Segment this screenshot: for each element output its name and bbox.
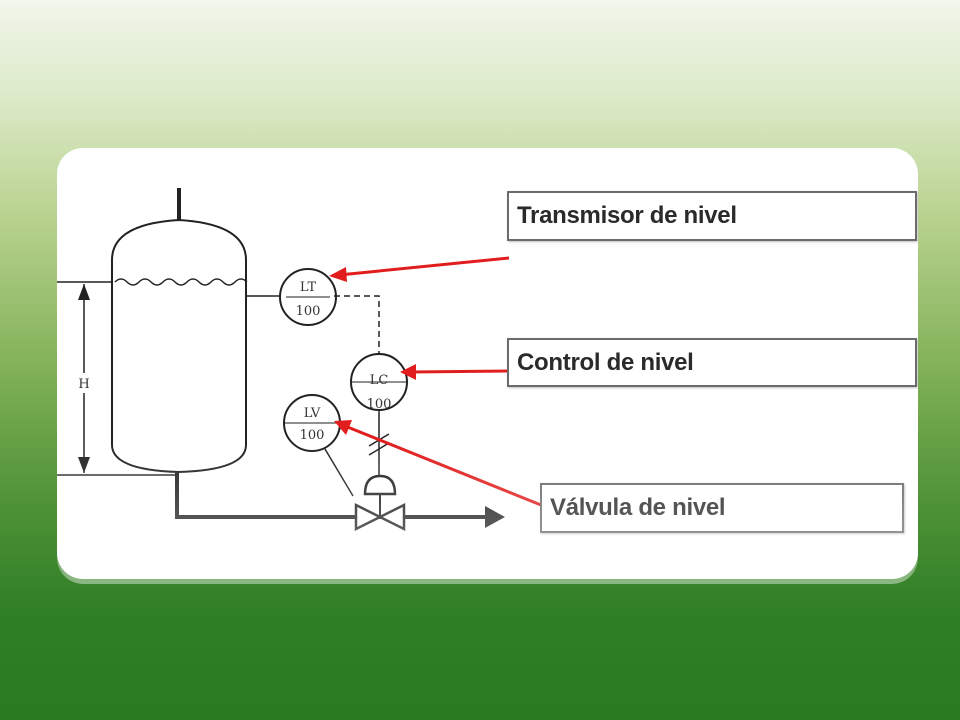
tank-vessel [111, 218, 247, 474]
signal-lt-lc [334, 295, 380, 354]
callout-controller: Control de nivel [507, 338, 917, 387]
valve-actuator [363, 474, 397, 496]
pneumatic-hash-2 [368, 442, 390, 456]
card-reflection [57, 153, 918, 584]
lc-number: 100 [367, 397, 392, 412]
label-patch [258, 218, 366, 263]
arrow-controller-head [400, 364, 416, 380]
arrow-transmitter-head [329, 267, 347, 282]
arrow-valve [344, 424, 542, 507]
valve-body-right [377, 502, 406, 532]
callout-transmitter: Transmisor de nivel [507, 191, 917, 241]
lv-valve-link [324, 448, 354, 497]
valve-body-left [354, 502, 383, 532]
arrow-valve-head [334, 420, 352, 435]
arrow-transmitter [338, 256, 510, 277]
callout-valve: Válvula de nivel [540, 483, 904, 533]
h-label-bg [74, 373, 94, 393]
lv-tag: LV [304, 406, 321, 421]
lv-number: 100 [300, 428, 325, 443]
reflection-graphic [57, 153, 918, 584]
level-label: H [78, 377, 89, 392]
lt-tag: LT [300, 280, 317, 295]
lt-number: 100 [296, 304, 321, 319]
lc-tag: LC [370, 373, 389, 388]
liquid-surface [114, 278, 248, 286]
dimension-arrow-up [78, 284, 90, 300]
diagram-card: H LT 100 LC 100 [57, 148, 918, 579]
dimension-arrow-down [78, 457, 90, 473]
level-control-diagram: H LT 100 LC 100 [57, 188, 542, 532]
flow-arrow [485, 506, 505, 528]
arrow-controller [410, 369, 510, 374]
